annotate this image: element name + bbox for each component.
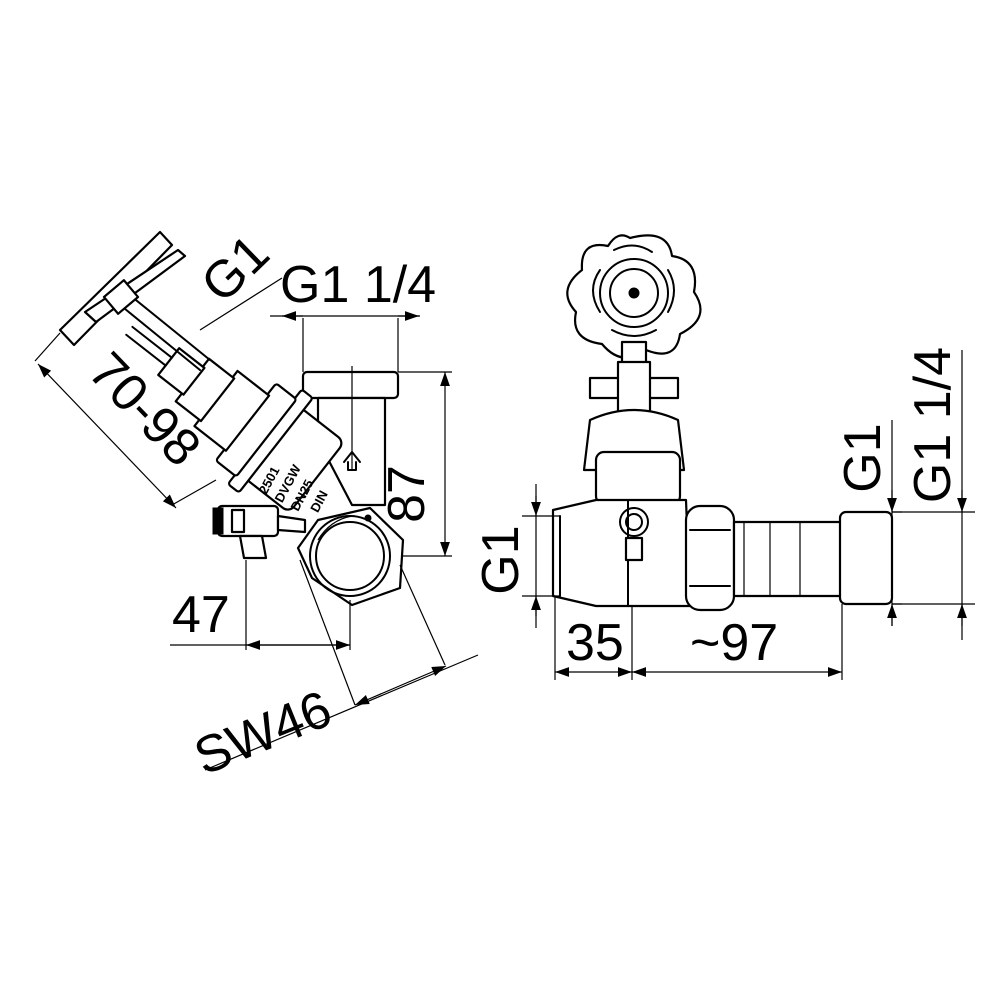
dim-sw46-label: SW46 [187,680,340,787]
angled-bonnet [125,325,343,511]
dim-97-label: ~97 [690,614,778,672]
right-valve-view: G1 35 ~97 G1 [472,234,975,680]
handwheel-side-view [58,230,211,371]
dim-35: 35 [554,596,633,680]
dim-35-label: 35 [566,614,624,672]
dim-g1-right: G1 [834,420,902,626]
dim-g1-1-4-top: G1 1/4 [270,256,436,372]
dim-87-label: 87 [378,465,436,523]
drain-valve [212,504,307,560]
spindle-bonnet [582,340,686,506]
dim-47: 47 [170,560,351,650]
dim-g1-1-4-right: G1 1/4 [892,347,975,640]
dim-g1-1-4-right-label: G1 1/4 [904,347,962,503]
dim-g1-1-4-top-label: G1 1/4 [280,256,436,314]
dim-87: 87 [378,371,452,557]
tailpiece [732,510,894,606]
handwheel-top-view [566,234,702,359]
dim-g1-left: G1 [472,484,560,628]
union-nut [296,506,405,607]
dim-47-label: 47 [172,586,230,644]
right-union-nut [684,504,736,612]
dim-97: ~97 [632,604,843,680]
straight-valve-body [551,498,692,608]
left-valve-view: 2501 DVGW DN25 DIN [34,224,479,787]
dim-g1-left-label: G1 [472,525,530,594]
dim-g1-angled-label: G1 [190,224,280,314]
dim-g1-angled: G1 [190,224,283,331]
dim-g1-right-label: G1 [834,423,892,492]
dim-sw46: SW46 [187,559,479,787]
